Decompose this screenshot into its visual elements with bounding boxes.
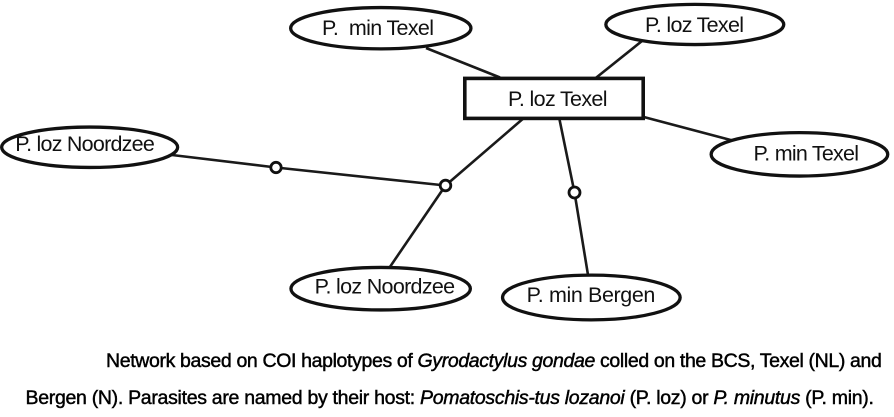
svg-text:P. loz Texel: P. loz Texel <box>508 87 608 111</box>
svg-text:P. loz Noordzee: P. loz Noordzee <box>15 132 155 156</box>
svg-text:P. loz Noordzee: P. loz Noordzee <box>315 275 456 299</box>
svg-text:P. loz Texel: P. loz Texel <box>645 13 744 37</box>
svg-text:P. min Bergen: P. min Bergen <box>527 283 656 307</box>
svg-text:P. min Texel: P. min Texel <box>322 16 434 40</box>
svg-text:P. min Texel: P. min Texel <box>754 142 860 166</box>
